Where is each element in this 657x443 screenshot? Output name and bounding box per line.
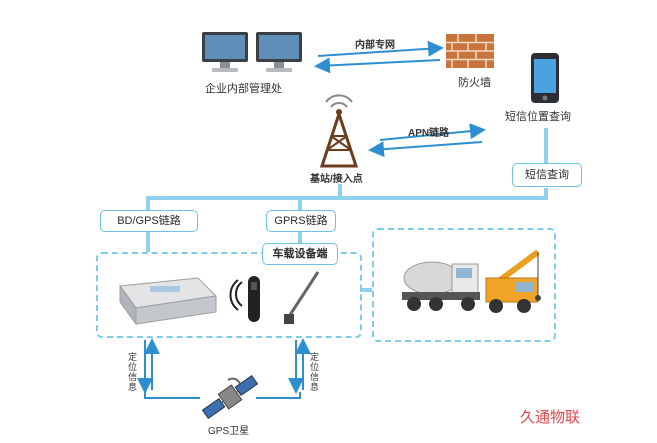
locate-left-label: 定位信息: [128, 352, 138, 392]
phone-icon: [530, 52, 560, 104]
vehicle-box: 车载设备端: [262, 243, 338, 265]
enterprise-label: 企业内部管理处: [205, 83, 282, 95]
locate-right-label: 定位信息: [310, 352, 320, 392]
sms-location-label: 短信位置查询: [505, 111, 571, 123]
base-station-label: 基站/接入点: [310, 174, 363, 185]
apn-label: APN链路: [408, 128, 450, 139]
gprs-box: GPRS链路: [266, 210, 336, 232]
terminal-device-icon: [114, 272, 218, 326]
monitor-icon: [200, 30, 310, 78]
gprs-label: GPRS链路: [274, 215, 328, 227]
vehicle-panel: [96, 252, 362, 338]
handset-icon: [226, 272, 272, 326]
firewall-label: 防火墙: [458, 77, 491, 89]
vehicle-label: 车载设备端: [272, 248, 328, 260]
intranet-label: 内部专网: [355, 40, 395, 51]
firewall-icon: [446, 34, 494, 68]
sms-query-box: 短信查询: [512, 163, 582, 187]
brand-text: 久通物联: [520, 408, 581, 426]
base-station-icon: [312, 88, 366, 168]
gps-satellite-label: GPS卫星: [208, 426, 250, 437]
satellite-icon: [198, 372, 262, 422]
trucks-panel: [372, 228, 556, 342]
trucks-image: [392, 248, 542, 320]
bd-gps-box: BD/GPS链路: [100, 210, 198, 232]
bd-gps-label: BD/GPS链路: [117, 215, 181, 227]
sms-query-label: 短信查询: [525, 169, 569, 181]
antenna-icon: [278, 270, 328, 328]
